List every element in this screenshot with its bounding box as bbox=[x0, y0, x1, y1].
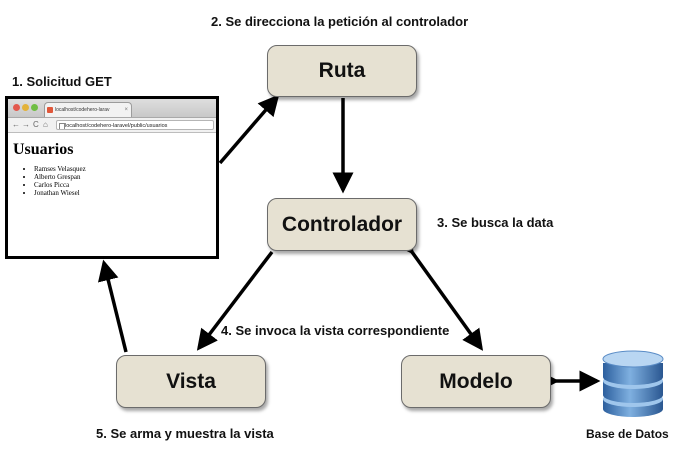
browser-tab-title: localhost/codehero-larav bbox=[55, 107, 110, 113]
node-ruta: Ruta bbox=[267, 45, 417, 97]
home-icon[interactable]: ⌂ bbox=[43, 120, 48, 129]
step3-label: 3. Se busca la data bbox=[437, 215, 554, 230]
favicon-icon bbox=[47, 107, 53, 113]
arrow-controlador-modelo bbox=[393, 231, 484, 351]
node-controlador-label: Controlador bbox=[281, 212, 403, 236]
minimize-dot-icon[interactable] bbox=[22, 104, 29, 111]
arrow-controlador-to-vista bbox=[196, 250, 274, 351]
node-modelo-label: Modelo bbox=[439, 369, 513, 393]
step1-label: 1. Solicitud GET bbox=[12, 74, 112, 89]
back-arrow-icon[interactable]: ← bbox=[12, 120, 20, 129]
arrow-browser-to-ruta bbox=[218, 94, 280, 165]
node-modelo: Modelo bbox=[401, 355, 551, 408]
node-controlador: Controlador bbox=[267, 198, 417, 251]
arrow-vista-to-browser bbox=[98, 259, 128, 353]
list-item: Carlos Picca bbox=[34, 181, 216, 189]
reload-icon[interactable]: C bbox=[33, 120, 39, 129]
tab-close-icon[interactable]: × bbox=[124, 107, 128, 113]
address-bar: ← → C ⌂ localhost/codehero-laravel/publi… bbox=[8, 118, 216, 133]
url-input[interactable]: localhost/codehero-laravel/public/usuari… bbox=[56, 120, 214, 130]
node-vista: Vista bbox=[116, 355, 266, 408]
step5-label: 5. Se arma y muestra la vista bbox=[96, 426, 274, 441]
node-vista-label: Vista bbox=[166, 369, 216, 393]
user-list: Ramses Velasquez Alberto Grespan Carlos … bbox=[12, 165, 216, 197]
node-ruta-label: Ruta bbox=[318, 59, 366, 82]
page-icon bbox=[59, 123, 65, 129]
database-label: Base de Datos bbox=[586, 427, 669, 441]
page-content: Usuarios Ramses Velasquez Alberto Grespa… bbox=[8, 133, 216, 197]
forward-arrow-icon[interactable]: → bbox=[22, 120, 30, 129]
list-item: Ramses Velasquez bbox=[34, 165, 216, 173]
browser-tabbar: localhost/codehero-larav × bbox=[8, 99, 216, 118]
url-text: localhost/codehero-laravel/public/usuari… bbox=[65, 123, 168, 129]
page-title: Usuarios bbox=[13, 141, 74, 158]
step2-label: 2. Se direcciona la petición al controla… bbox=[211, 14, 469, 29]
database-icon bbox=[602, 350, 664, 417]
maximize-dot-icon[interactable] bbox=[31, 104, 38, 111]
list-item: Jonathan Wiesel bbox=[34, 189, 216, 197]
browser-window: localhost/codehero-larav × ← → C ⌂ local… bbox=[5, 96, 219, 259]
browser-tab[interactable]: localhost/codehero-larav × bbox=[44, 102, 132, 117]
step4-label: 4. Se invoca la vista correspondiente bbox=[221, 323, 450, 338]
list-item: Alberto Grespan bbox=[34, 173, 216, 181]
close-dot-icon[interactable] bbox=[13, 104, 20, 111]
